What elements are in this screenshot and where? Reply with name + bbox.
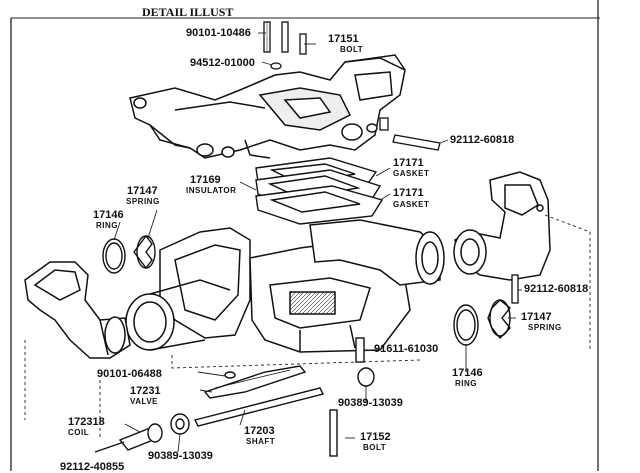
part-name-ring-left: RING [96,221,118,230]
part-label-90389-13039-left: 90389-13039 [148,450,213,462]
intake-manifold-drawing [129,54,406,159]
part-label-17147-left: 17147 [127,185,158,197]
valve-shaft-assembly [94,337,375,457]
part-label-172318: 172318 [68,416,105,428]
part-label-92112-60818-lower: 92112-60818 [524,283,589,295]
part-label-17171-lower: 17171 [393,187,424,199]
part-label-17146-right: 17146 [452,367,483,379]
part-name-spring-left: SPRING [126,197,160,206]
bolt-92112-upper [379,117,441,151]
part-label-17147-right: 17147 [521,311,552,323]
gasket-stack [255,157,384,225]
part-label-17151: 17151 [328,33,359,45]
part-label-90101-06488: 90101-06488 [97,368,162,380]
diagram-title: DETAIL ILLUST [142,5,234,19]
part-label-94512-01000: 94512-01000 [190,57,255,69]
top-bolts [263,21,307,70]
part-label-92112-40855: 92112-40855 [60,461,125,473]
part-name-shaft: SHAFT [246,437,276,446]
part-label-17146-left: 17146 [93,209,124,221]
part-label-90101-10486: 90101-10486 [186,27,251,39]
part-label-91611-61030: 91611-61030 [374,343,439,355]
part-name-gasket-upper: GASKET [393,169,430,178]
part-name-valve: VALVE [130,397,158,406]
part-name-ring-right: RING [455,379,477,388]
part-name-insulator: INSULATOR [186,186,237,195]
part-label-17152: 17152 [360,431,391,443]
leader-lines [24,32,591,453]
bolt-92112-lower [511,274,519,304]
part-label-90389-13039-right: 90389-13039 [338,397,403,409]
part-name-coil: COIL [68,428,90,437]
part-label-17171-upper: 17171 [393,157,424,169]
part-name-bolt: BOLT [340,45,364,54]
part-name-bolt-lower: BOLT [363,443,387,452]
part-label-17231: 17231 [130,385,161,397]
part-name-gasket-lower: GASKET [393,200,430,209]
part-label-92112-60818-upper: 92112-60818 [450,134,515,146]
part-label-17169: 17169 [190,174,221,186]
throttle-body-drawing [125,219,445,353]
right-elbow-duct [453,171,551,281]
left-elbow-duct [24,261,131,359]
part-label-17203: 17203 [244,425,275,437]
part-name-spring-right: SPRING [528,323,562,332]
